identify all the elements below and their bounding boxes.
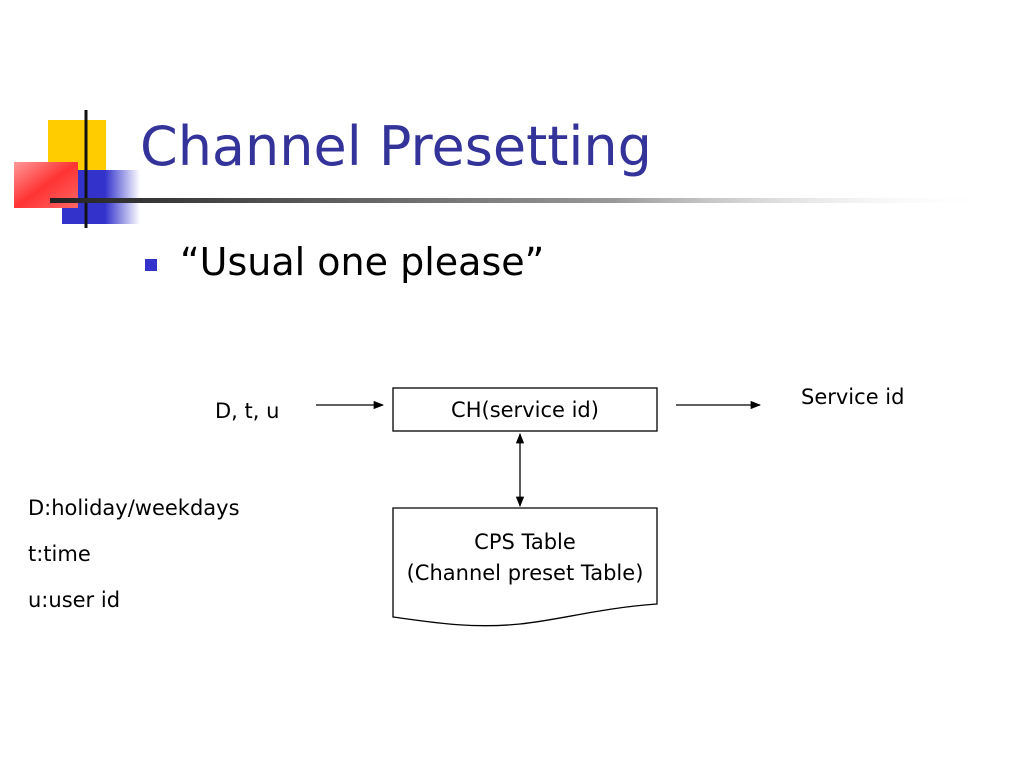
process-box xyxy=(392,387,658,432)
bullet-marker xyxy=(145,259,157,271)
title-decoration xyxy=(14,110,990,228)
input-label: D, t, u xyxy=(215,399,280,423)
output-label: Service id xyxy=(801,385,905,409)
document-shape xyxy=(392,507,658,627)
legend-item: u:user id xyxy=(28,588,121,612)
slide-title: Channel Presetting xyxy=(140,115,652,178)
legend-item: D:holiday/weekdays xyxy=(28,496,240,520)
process-label: CH(service id) xyxy=(451,398,599,422)
legend-item: t:time xyxy=(28,542,91,566)
title-underline xyxy=(50,198,990,203)
table-label-line1: CPS Table xyxy=(474,530,576,554)
bullet-text: “Usual one please” xyxy=(180,240,545,284)
table-label-line2: (Channel preset Table) xyxy=(406,561,644,585)
